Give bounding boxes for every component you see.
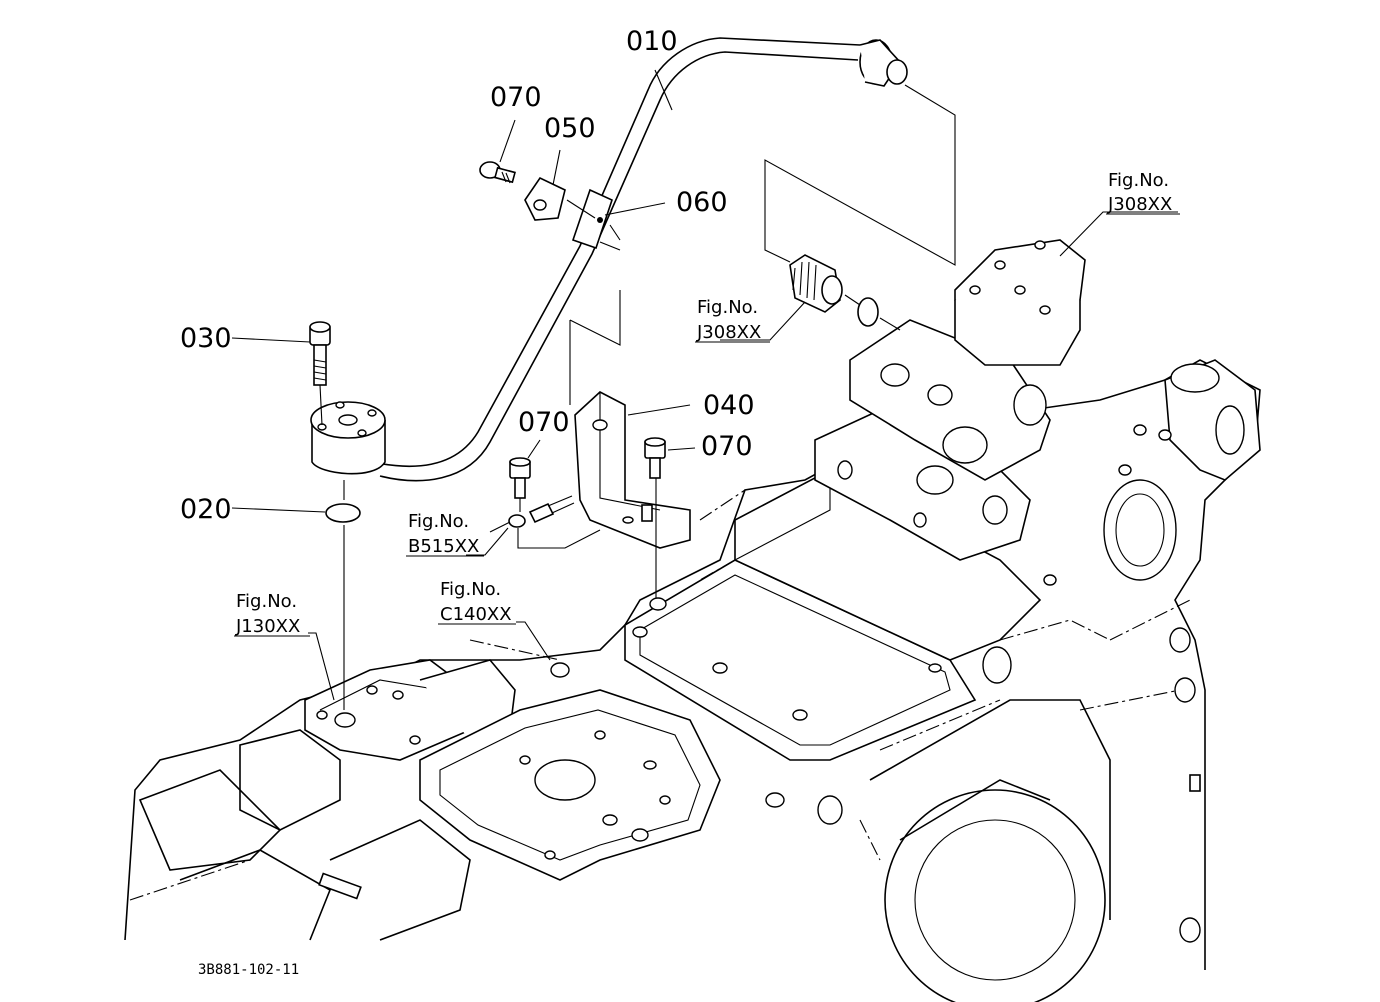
part-callouts: 010 070 050 060 030 040 070 070 020 [180, 26, 755, 525]
assembly-guide-lines [599, 84, 956, 611]
callout-050: 050 [544, 113, 596, 144]
callout-030: 030 [180, 323, 232, 354]
part-020-o-ring [231, 480, 361, 710]
callout-040: 040 [703, 390, 755, 421]
part-030-bolt [231, 321, 331, 386]
callout-010: 010 [626, 26, 678, 57]
part-070-bolt-right [644, 437, 696, 600]
part-070-bolt-top [479, 119, 516, 184]
ground-wire-terminal [489, 495, 601, 549]
fig-ref-j308-center-label: Fig.No. [697, 297, 758, 318]
figure-reference-underlines [234, 213, 1180, 637]
drawing-code: 3B881-102-11 [198, 962, 299, 978]
callout-070-right: 070 [701, 431, 753, 462]
callout-060: 060 [676, 187, 728, 218]
fig-ref-j130-label: Fig.No. [236, 591, 297, 612]
part-050-clip [524, 149, 596, 221]
callout-020: 020 [180, 494, 232, 525]
fig-ref-c140-code: C140XX [440, 604, 512, 625]
fig-ref-c140-label: Fig.No. [440, 579, 501, 600]
fig-ref-j308-right-code: J308XX [1107, 194, 1172, 215]
part-070-bolt-left [509, 439, 541, 512]
leader-010 [654, 69, 673, 111]
callout-070-top: 070 [490, 82, 542, 113]
hydraulic-adapter-fitting [789, 254, 901, 331]
callout-070-left: 070 [518, 407, 570, 438]
fig-ref-b515-code: B515XX [408, 536, 479, 557]
fig-ref-j130-code: J130XX [235, 616, 300, 637]
fig-ref-j308-center-code: J308XX [696, 322, 761, 343]
figure-references: Fig.No. J308XX Fig.No. J308XX Fig.No. B5… [235, 170, 1172, 637]
leader-lines [308, 202, 1178, 701]
part-040-bracket [569, 290, 691, 549]
part-010-pipe [371, 37, 908, 482]
pipe-flange-block [310, 384, 386, 475]
transmission-housing [124, 239, 1261, 1002]
fig-ref-b515-label: Fig.No. [408, 511, 469, 532]
fig-ref-j308-right-label: Fig.No. [1108, 170, 1169, 191]
